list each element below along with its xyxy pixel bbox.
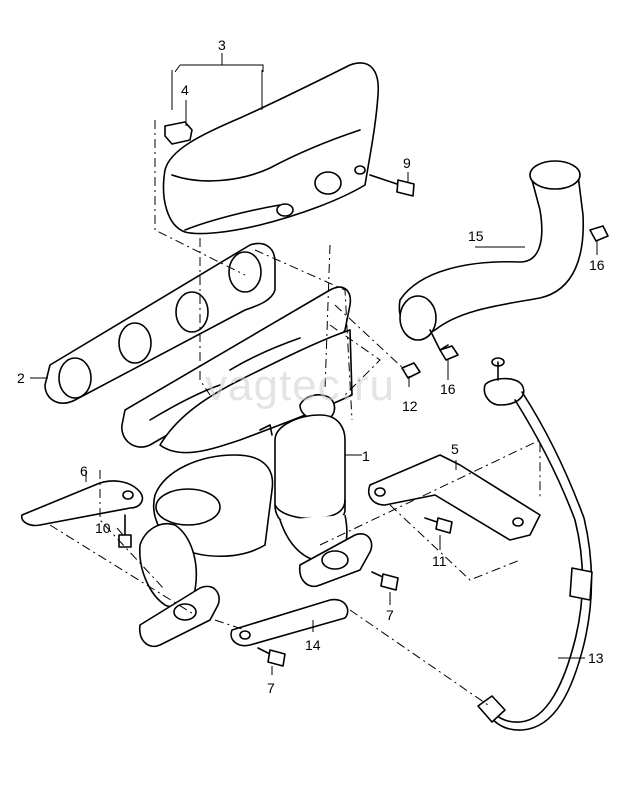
exhaust-manifold: [121, 286, 353, 454]
bracket-5: [368, 454, 541, 541]
pipe-13: [477, 357, 593, 731]
pipe-15: [398, 160, 585, 351]
callout-4: 4: [181, 82, 189, 98]
callout-13: 13: [588, 650, 604, 666]
callout-3: 3: [218, 37, 226, 53]
callout-1: 1: [362, 448, 370, 464]
callout-10: 10: [95, 520, 111, 536]
leader-lines: [30, 53, 598, 675]
bracket-6: [20, 480, 144, 527]
callout-16-lower: 16: [440, 381, 456, 397]
callout-6: 6: [80, 463, 88, 479]
nut-16-upper: [589, 225, 609, 242]
bolt-11: [424, 517, 453, 534]
callout-14: 14: [305, 637, 321, 653]
callout-15: 15: [468, 228, 484, 244]
heat-shield-clip: [164, 121, 193, 145]
heat-shield: [162, 62, 379, 235]
callout-5: 5: [451, 441, 459, 457]
callout-9: 9: [403, 155, 411, 171]
flange-right: [298, 533, 373, 587]
callout-11: 11: [432, 553, 447, 569]
callout-7-lower: 7: [267, 680, 275, 696]
callout-12: 12: [402, 398, 418, 414]
nut-12: [401, 362, 421, 379]
bolt-9: [369, 174, 415, 197]
bolt-7-lower: [257, 647, 286, 667]
manifold-gasket: [44, 242, 276, 404]
bracket-14: [230, 598, 349, 647]
flange-left: [138, 585, 220, 647]
catalytic-converter: [274, 414, 348, 562]
bolt-7-upper: [371, 571, 399, 591]
callout-16-upper: 16: [589, 257, 605, 273]
nut-16-lower: [439, 345, 459, 361]
callout-2: 2: [17, 370, 25, 386]
alignment-lines: [49, 120, 541, 706]
front-pipe-left: [139, 454, 274, 608]
watermark: vagtec.ru: [205, 361, 395, 410]
callout-7-upper: 7: [386, 607, 394, 623]
